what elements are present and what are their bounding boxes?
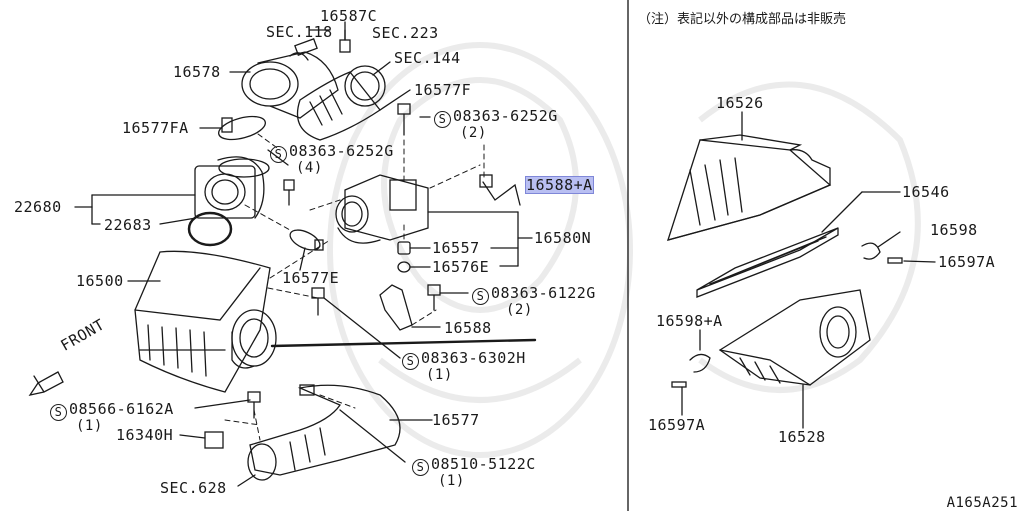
label-sec223[interactable]: SEC.223 [372, 24, 439, 42]
label-16578[interactable]: 16578 [173, 63, 221, 81]
bolt-qty-122c: (1) [438, 473, 465, 489]
label-16580n[interactable]: 16580N [534, 229, 592, 247]
guide-lines [224, 133, 485, 441]
bolt-symbol-icon: S [270, 146, 287, 163]
label-16500[interactable]: 16500 [76, 272, 124, 290]
label-16598[interactable]: 16598 [930, 221, 978, 239]
adapter-22680 [194, 156, 270, 219]
label-16577f[interactable]: 16577F [414, 81, 472, 99]
label-16577e[interactable]: 16577E [282, 269, 340, 287]
label-22680[interactable]: 22680 [14, 198, 62, 216]
upper-case-16526 [667, 111, 832, 241]
bolt-qty-mid: (2) [506, 302, 533, 318]
bolt-parts-top [283, 29, 411, 206]
front-arrow-icon [28, 371, 64, 396]
sales-note: （注）表記以外の構成部品は非販売 [638, 12, 847, 27]
bolt-symbol-icon: S [402, 353, 419, 370]
label-16597a-top[interactable]: 16597A [938, 253, 996, 271]
label-16587c[interactable]: 16587C [320, 7, 378, 25]
bolt-symbol-icon: S [472, 288, 489, 305]
bolt-symbol-icon: S [434, 111, 451, 128]
watermark-emblem [327, 42, 921, 458]
label-16576e[interactable]: 16576E [432, 258, 490, 276]
label-16557[interactable]: 16557 [432, 239, 480, 257]
label-16577fa[interactable]: 16577FA [122, 119, 189, 137]
filter-16546 [696, 191, 901, 298]
label-16526[interactable]: 16526 [716, 94, 764, 112]
bolt-symbol-icon: S [412, 459, 429, 476]
clamps-right [671, 231, 936, 416]
bracket-16588a [479, 174, 521, 206]
hose-16577f [296, 65, 386, 141]
leader-22680 [74, 194, 197, 225]
label-sec118[interactable]: SEC.118 [266, 23, 333, 41]
clamp-top [218, 115, 266, 141]
label-16598a[interactable]: 16598+A [656, 312, 723, 330]
arrow-shaft [270, 338, 537, 348]
bolt-qty-302h: (1) [426, 367, 453, 383]
label-16528[interactable]: 16528 [778, 428, 826, 446]
duct-16578 [241, 38, 339, 119]
label-16546[interactable]: 16546 [902, 183, 950, 201]
oring-22683 [187, 211, 233, 247]
air-cleaner-16500 [134, 250, 277, 393]
clip-16340h [204, 391, 261, 449]
leader-16580n [409, 211, 533, 268]
duct-16577 [247, 384, 401, 481]
label-sec628[interactable]: SEC.628 [160, 479, 227, 497]
label-16597a-bottom[interactable]: 16597A [648, 416, 706, 434]
bolt-symbol-icon: S [50, 404, 67, 421]
label-16340h[interactable]: 16340H [116, 426, 174, 444]
figure-code: A165A251 [946, 495, 1018, 511]
label-16577[interactable]: 16577 [432, 411, 480, 429]
leader-lines-left [127, 21, 469, 487]
bolt-qty-top-a: (2) [460, 125, 487, 141]
lower-case-16528 [718, 289, 871, 429]
bolt-qty-162a: (1) [76, 418, 103, 434]
label-sec144[interactable]: SEC.144 [394, 49, 461, 67]
airflow-meter-16580n [335, 174, 429, 244]
label-16588a-highlighted[interactable]: 16588+A [525, 176, 594, 194]
label-22683[interactable]: 22683 [104, 216, 152, 234]
bolt-qty-top-b: (4) [296, 160, 323, 176]
label-16588[interactable]: 16588 [444, 319, 492, 337]
